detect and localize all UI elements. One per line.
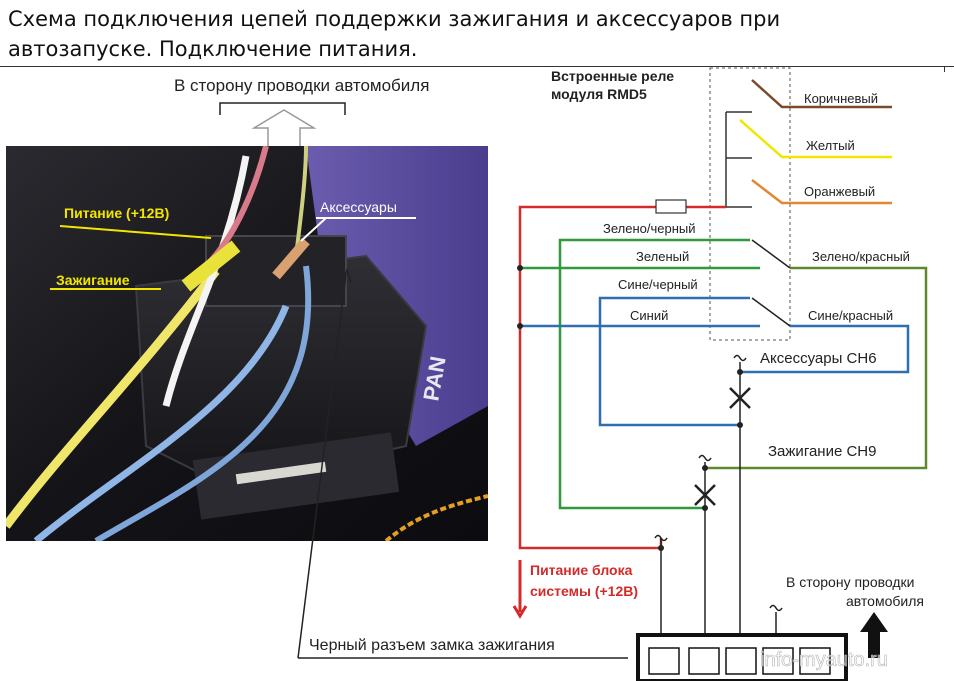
- blue-red-wire: [740, 324, 910, 374]
- power-pointer: [59, 225, 212, 239]
- connector-pin-3: [725, 647, 757, 675]
- spare-terminal-icon: [769, 604, 783, 612]
- relay-title-1: Встроенные реле: [551, 68, 674, 84]
- label-to-wiring-top: В сторону проводки автомобиля: [174, 76, 429, 95]
- label-blue: Синий: [630, 308, 668, 323]
- relay-title-2: модуля RMD5: [551, 86, 647, 102]
- junction-ch9-bottom: [702, 505, 708, 511]
- bracket-top: [219, 102, 346, 115]
- pointer-arrowhead-icon: [341, 267, 352, 284]
- up-arrow-solid-icon: [860, 612, 888, 632]
- label-blue-black: Сине/черный: [618, 277, 698, 292]
- label-blue-red: Сине/красный: [808, 308, 893, 323]
- connector-pointer: [297, 273, 347, 659]
- copper-crimp: [272, 237, 310, 280]
- acc-pointer: [300, 217, 327, 242]
- fuse-icon: [655, 199, 687, 214]
- up-arrow-shaft: [868, 630, 880, 658]
- label-to-wiring-bottom-1: В сторону проводки: [786, 574, 915, 590]
- junction-ch6-top: [737, 369, 743, 375]
- watermark: info-myauto.ru: [760, 649, 888, 671]
- connector-pin-4: [762, 647, 794, 675]
- power-arrow-icon: [512, 605, 528, 619]
- green-red-wire: [705, 266, 928, 470]
- brown-wire: [751, 79, 892, 109]
- photo-drawing: PAN Питание (+12В) Зажигание Аксессуары: [6, 146, 488, 541]
- page-title: Схема подключения цепей поддержки зажига…: [8, 4, 938, 64]
- yellow-wire-diagram: [739, 119, 892, 159]
- blue-black-wire: [598, 296, 750, 427]
- label-acc-ch6: Аксессуары CH6: [760, 350, 877, 367]
- label-power-line2: системы (+12В): [530, 583, 638, 599]
- label-to-wiring-bottom-2: автомобиля: [846, 593, 924, 609]
- label-black-connector: Черный разъем замка зажигания: [309, 637, 555, 654]
- photo-ignition-connector: PAN Питание (+12В) Зажигание Аксессуары: [6, 146, 488, 541]
- label-power-photo: Питание (+12В): [64, 205, 169, 221]
- label-green-black: Зелено/черный: [603, 221, 696, 236]
- white-wire: [162, 155, 250, 407]
- module-box: [134, 254, 428, 488]
- junction-ch9-top: [702, 465, 708, 471]
- red-power-wire: [518, 205, 726, 550]
- relay2-switch: [751, 239, 791, 269]
- label-orange: Оранжевый: [804, 184, 875, 199]
- cross-icon-ch9: [694, 484, 716, 506]
- barcode: [235, 461, 327, 485]
- twisted-wire: [384, 494, 488, 541]
- label-accessories-photo: Аксессуары: [320, 199, 397, 215]
- junction-blue: [517, 323, 523, 329]
- junction-green: [517, 265, 523, 271]
- label-green: Зеленый: [636, 249, 689, 264]
- yellow-wire: [6, 268, 220, 529]
- title-divider-tick: [944, 66, 945, 72]
- ch6-terminal-icon: [733, 354, 747, 362]
- yellow-sleeve: [181, 240, 241, 292]
- label-ignition-photo: Зажигание: [56, 272, 130, 288]
- junction-power: [658, 545, 664, 551]
- orange-wire-diagram: [751, 179, 892, 205]
- up-arrow-outline-icon: [251, 109, 317, 146]
- label-power-line1: Питание блока: [530, 562, 633, 578]
- cross-icon: [729, 387, 751, 409]
- module-label-area: [192, 432, 400, 520]
- ch9-terminal-icon: [698, 454, 712, 462]
- junction-ch6-bottom: [737, 422, 743, 428]
- label-ign-ch9: Зажигание CH9: [768, 443, 876, 460]
- power-terminal-icon: [654, 534, 668, 542]
- title-line-1: Схема подключения цепей поддержки зажига…: [8, 7, 781, 31]
- green-black-wire: [558, 238, 750, 510]
- blue-wire: [33, 304, 290, 541]
- label-brown: Коричневый: [804, 91, 878, 106]
- label-yellow: Желтый: [806, 138, 855, 153]
- label-green-red: Зелено/красный: [812, 249, 910, 264]
- title-line-2: автозапуске. Подключение питания.: [8, 37, 418, 61]
- blue-wire-2: [94, 265, 312, 541]
- connector-pin-5: [799, 647, 831, 675]
- connector-pin-2: [688, 647, 720, 675]
- connector-pin-1: [648, 647, 680, 675]
- title-divider: [0, 66, 954, 67]
- relay3-switch: [751, 297, 791, 327]
